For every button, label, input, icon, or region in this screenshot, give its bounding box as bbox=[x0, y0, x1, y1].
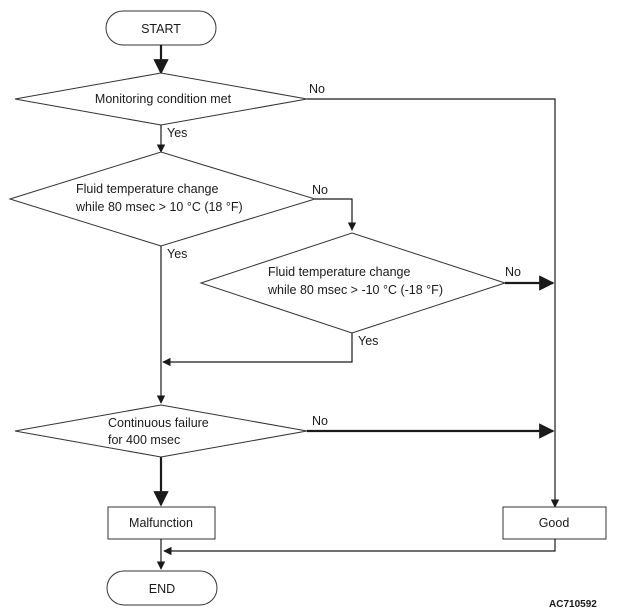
decision-fluid-low-line2: while 80 msec > -10 °C (-18 °F) bbox=[267, 283, 443, 297]
start-label: START bbox=[141, 22, 181, 36]
decision-monitoring-condition: Monitoring condition met bbox=[14, 72, 308, 126]
end-label: END bbox=[149, 582, 175, 596]
malfunction-label: Malfunction bbox=[129, 516, 193, 530]
branch-no-label: No bbox=[505, 265, 521, 279]
branch-yes-label: Yes bbox=[167, 126, 187, 140]
decision-fluid-high-line1: Fluid temperature change bbox=[76, 182, 218, 196]
branch-yes-label: Yes bbox=[167, 247, 187, 261]
good-box: Good bbox=[502, 506, 607, 540]
end-terminal: END bbox=[106, 570, 218, 606]
branch-no-label: No bbox=[312, 183, 328, 197]
decision-continuous-line2: for 400 msec bbox=[108, 433, 180, 447]
decision-monitoring-text: Monitoring condition met bbox=[95, 92, 232, 106]
malfunction-box: Malfunction bbox=[107, 506, 216, 540]
branch-no-label: No bbox=[309, 82, 325, 96]
connector-fluid-high-no bbox=[315, 198, 357, 231]
decision-continuous-failure: Continuous failure for 400 msec bbox=[14, 404, 308, 458]
decision-fluid-temp-high: Fluid temperature change while 80 msec >… bbox=[8, 151, 317, 247]
connector-fluid-low-yes bbox=[162, 333, 353, 367]
good-label: Good bbox=[539, 516, 570, 530]
figure-code: AC710592 bbox=[549, 599, 597, 610]
branch-no-label: No bbox=[312, 414, 328, 428]
decision-fluid-high-line2: while 80 msec > 10 °C (18 °F) bbox=[75, 200, 243, 214]
start-terminal: START bbox=[105, 10, 217, 46]
branch-yes-label: Yes bbox=[358, 334, 378, 348]
connector-monitoring-no-to-good bbox=[307, 98, 560, 508]
decision-fluid-low-line1: Fluid temperature change bbox=[268, 265, 410, 279]
connector-good-to-end bbox=[163, 539, 556, 556]
decision-fluid-temp-low: Fluid temperature change while 80 msec >… bbox=[199, 232, 507, 334]
decision-continuous-line1: Continuous failure bbox=[108, 416, 209, 430]
